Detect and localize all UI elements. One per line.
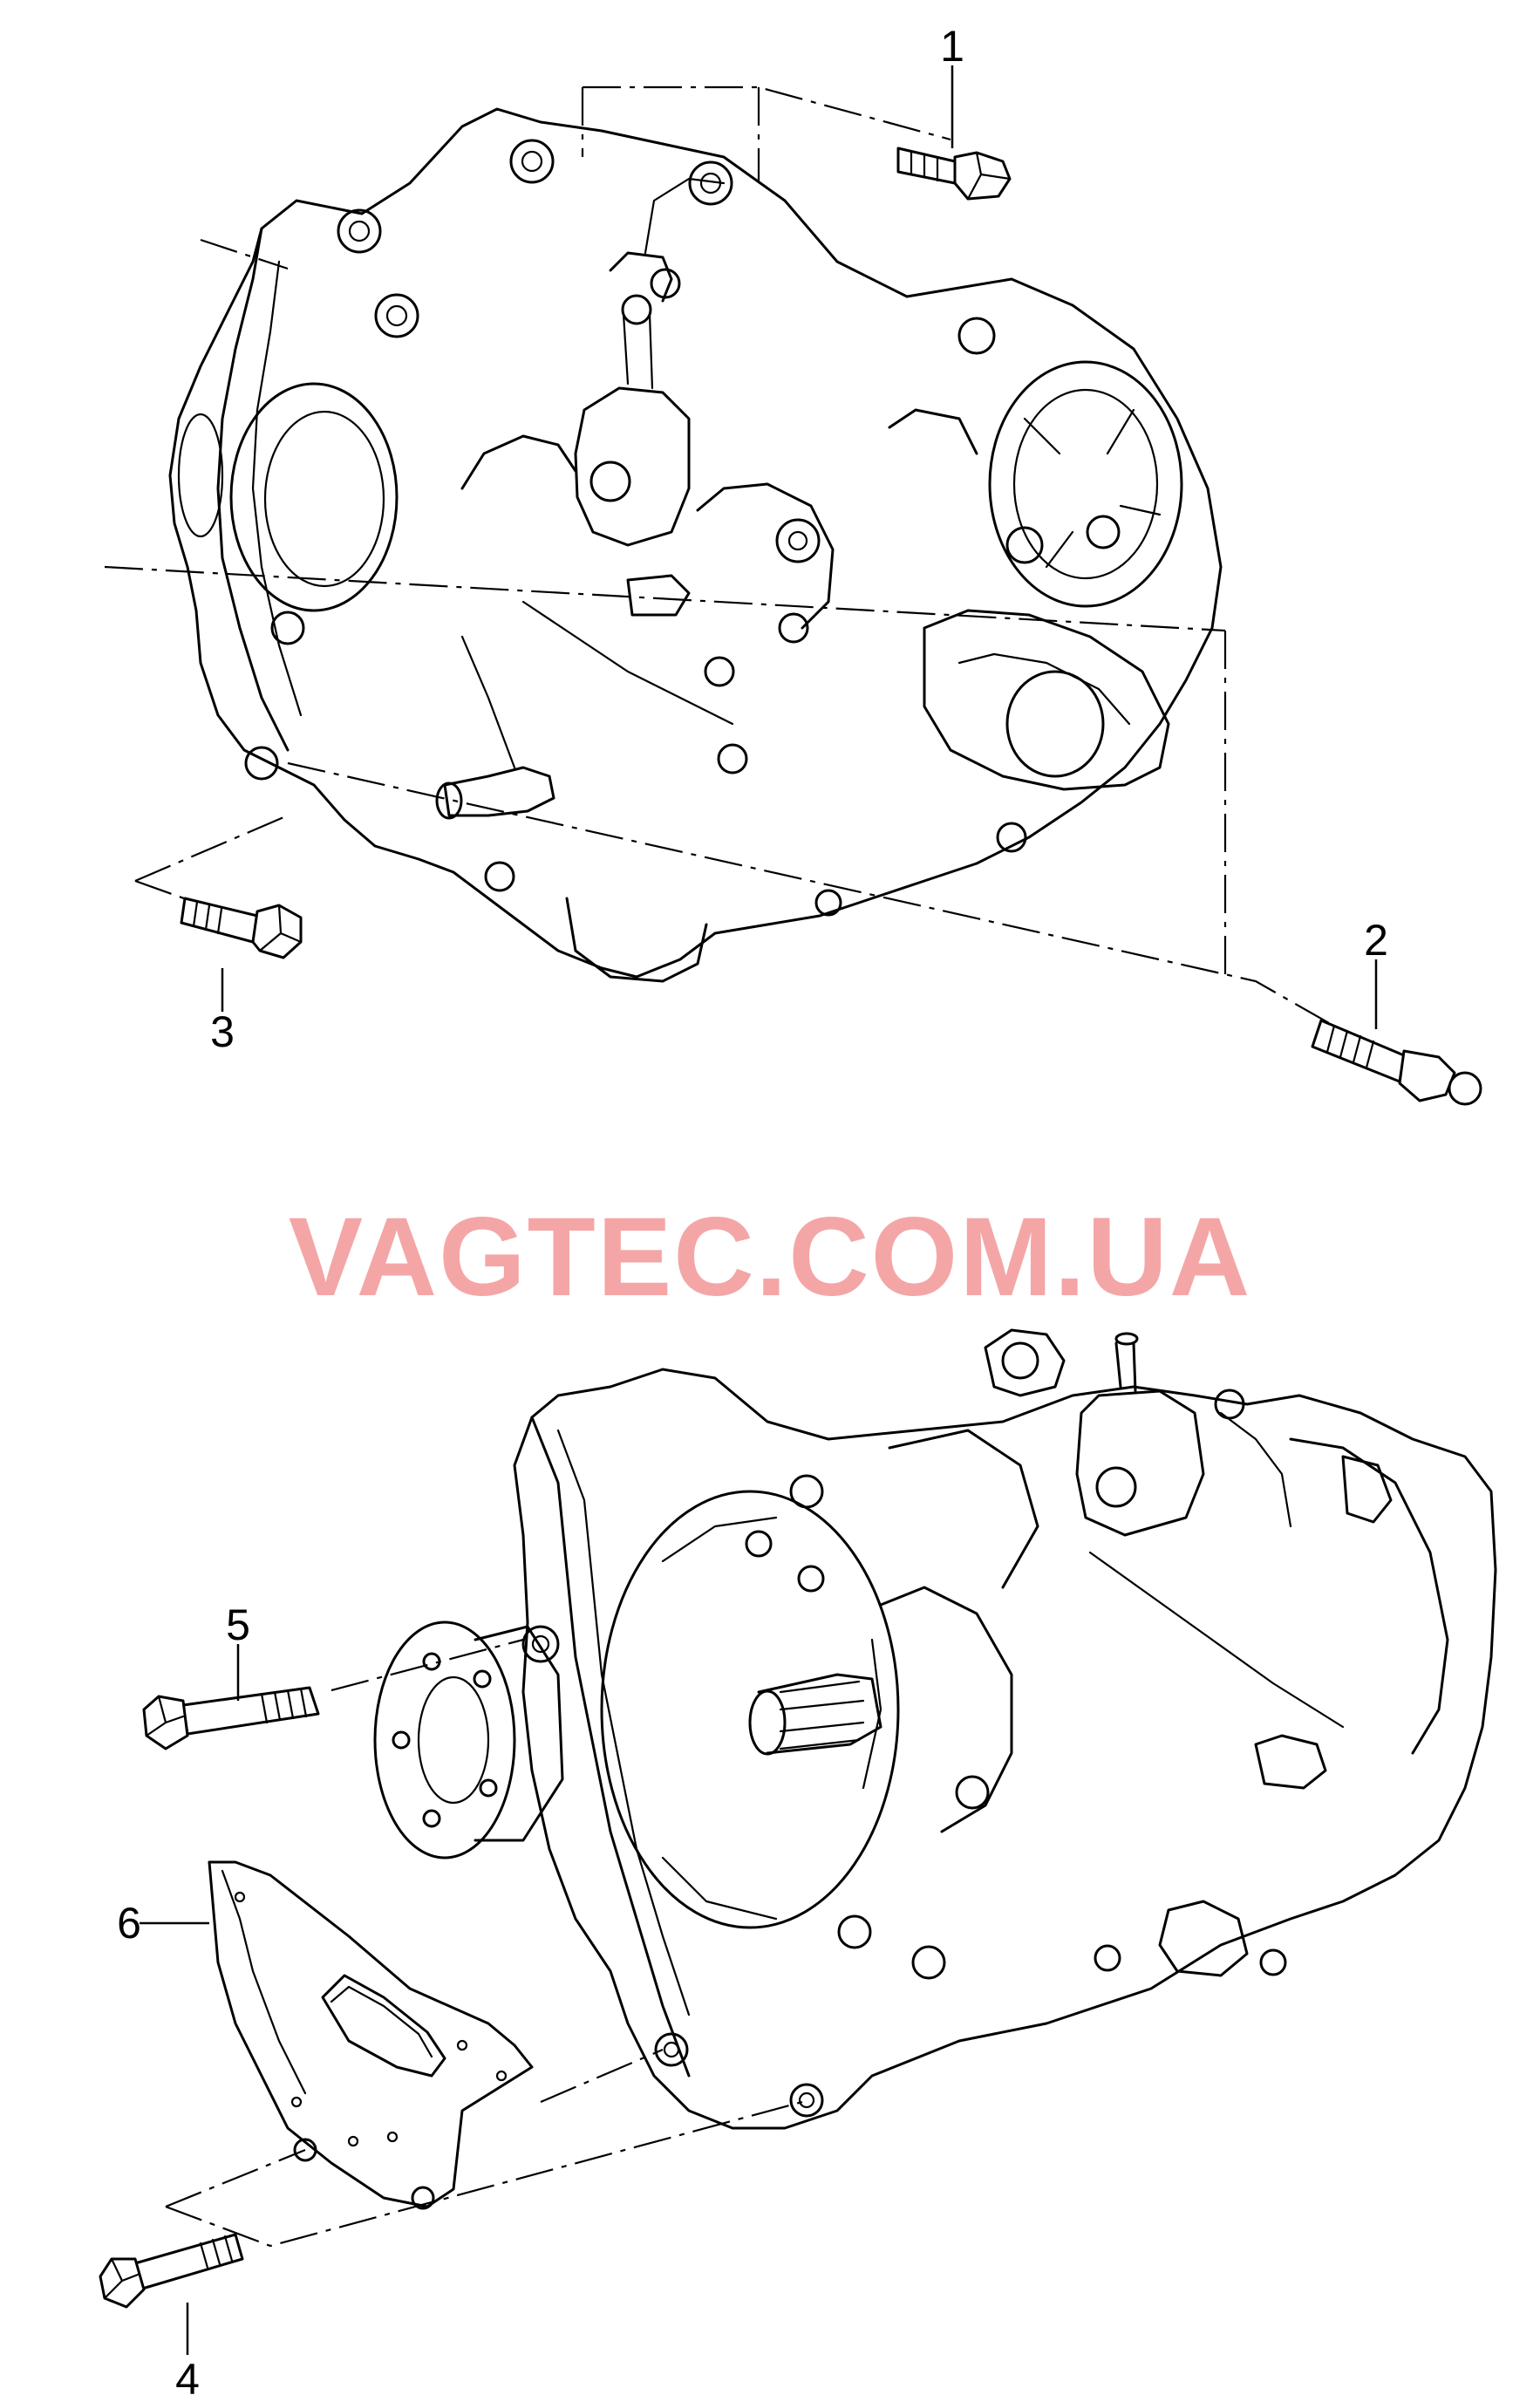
watermark-text: VAGTEC.COM.UA bbox=[289, 1195, 1252, 1320]
callout-4: 4 bbox=[175, 2355, 200, 2402]
bolt-4 bbox=[99, 2233, 244, 2309]
callout-6: 6 bbox=[117, 1899, 141, 1948]
bolt-1 bbox=[896, 147, 1012, 201]
gearbox-lower bbox=[513, 1328, 1497, 2130]
callout-2: 2 bbox=[1364, 916, 1388, 965]
callout-5: 5 bbox=[226, 1600, 250, 1649]
callout-3: 3 bbox=[210, 1007, 235, 1056]
bolt-5 bbox=[142, 1686, 320, 1750]
bolt-2 bbox=[1311, 1019, 1482, 1106]
leader-lines bbox=[140, 65, 1378, 2355]
gearbox-upper bbox=[168, 107, 1223, 983]
alignment-lines-lower bbox=[165, 1638, 803, 2248]
bolt-3 bbox=[180, 897, 303, 959]
alignment-lines-upper bbox=[104, 85, 1348, 1034]
callout-1: 1 bbox=[940, 22, 964, 71]
heat-shield-6 bbox=[208, 1860, 534, 2210]
drive-flange bbox=[373, 1621, 564, 1860]
